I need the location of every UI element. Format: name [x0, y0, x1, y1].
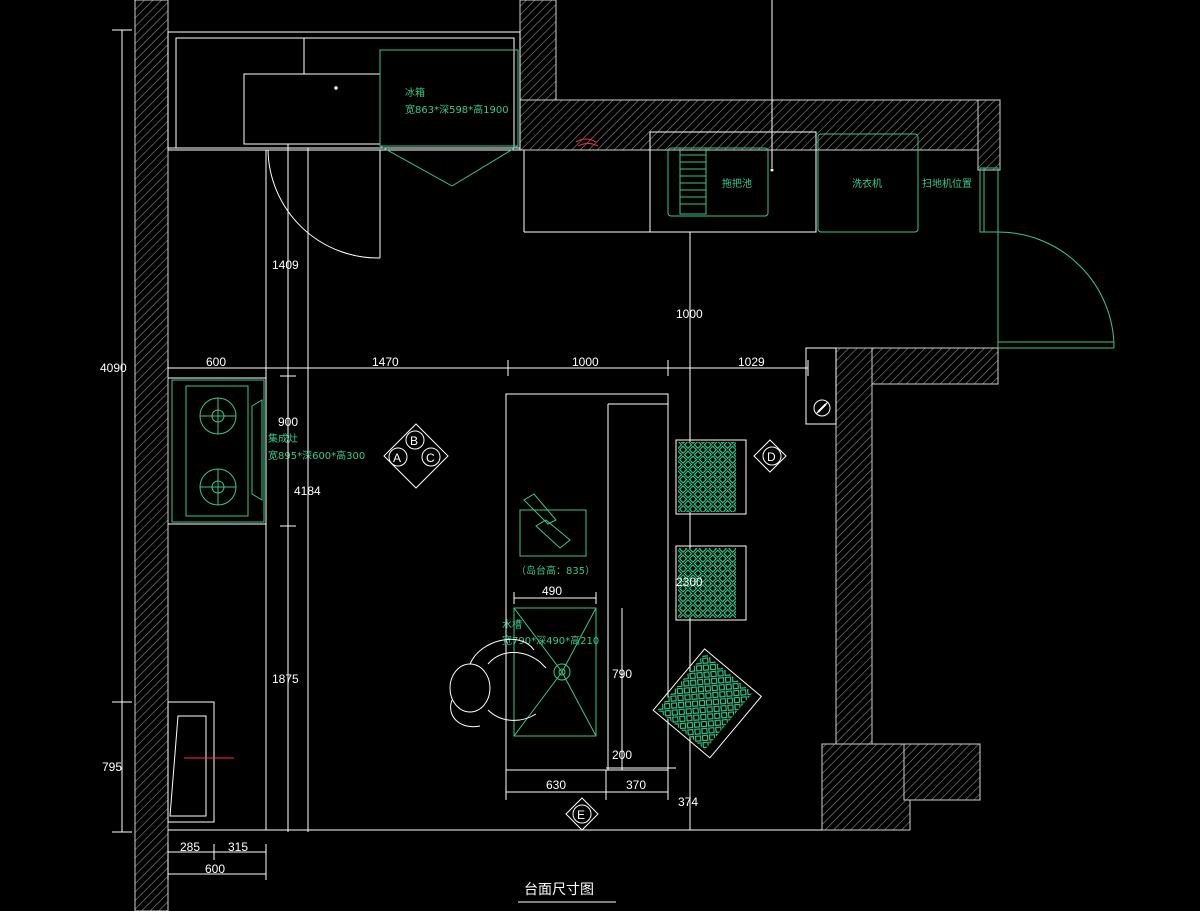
entrance-door	[267, 149, 381, 259]
washing-machine	[817, 133, 919, 233]
integrated-cooktop	[171, 379, 265, 523]
robot-vacuum-label: 扫地机位置	[922, 177, 972, 190]
marker-d: D	[767, 450, 776, 464]
sink-size-label: 宽790*深490*高210	[502, 634, 599, 647]
sink-dimension	[513, 592, 597, 604]
socket-mark	[575, 138, 597, 143]
marker-b: B	[410, 434, 418, 448]
dim-1000-vertical: 1000	[676, 307, 703, 321]
fridge-size-label: 宽863*深598*高1900	[405, 103, 509, 116]
mop-basin-label: 拖把池	[722, 177, 752, 190]
dim-630: 630	[546, 778, 566, 792]
dim-1000-horizontal: 1000	[572, 355, 599, 369]
island-height-label: （岛台高：835）	[516, 564, 595, 577]
dim-200: 200	[612, 748, 632, 762]
drain-pipe	[805, 347, 837, 425]
right-bottom-block	[821, 743, 911, 831]
dim-2300: 2300	[676, 575, 703, 589]
dim-4090: 4090	[100, 361, 127, 375]
dim-285: 285	[180, 840, 200, 854]
right-bottom-wall	[903, 743, 981, 801]
marker-a: A	[393, 451, 401, 465]
dim-795: 795	[102, 760, 122, 774]
sink-name-label: 水槽	[502, 618, 522, 631]
sink	[513, 607, 597, 737]
dim-600-bottom: 600	[205, 862, 225, 876]
dim-790: 790	[612, 667, 632, 681]
washer-label: 洗衣机	[852, 177, 882, 190]
cooktop-size-label: 宽895*深600*高300	[268, 449, 365, 462]
bottom-left-cabinet	[167, 701, 215, 823]
balcony-door	[979, 167, 1115, 349]
bar-stool-2	[675, 545, 747, 621]
dim-1029: 1029	[738, 355, 765, 369]
walls	[134, 0, 1001, 911]
dim-490: 490	[542, 584, 562, 598]
view-marker-abc	[383, 423, 449, 489]
dim-315: 315	[228, 840, 248, 854]
right-top-wall	[977, 99, 1001, 171]
dim-900: 900	[278, 415, 298, 429]
dim-374: 374	[678, 795, 698, 809]
view-marker-d	[753, 439, 787, 473]
chopping-board	[519, 493, 587, 557]
cooktop-name-label: 集成灶	[268, 432, 298, 445]
dim-600-top: 600	[206, 355, 226, 369]
drawing-title: 台面尺寸图	[524, 882, 594, 898]
bar-stool-3	[652, 648, 762, 759]
dim-370: 370	[626, 778, 646, 792]
mop-basin	[667, 147, 769, 217]
dim-1409: 1409	[272, 258, 299, 272]
laundry-counter	[523, 131, 817, 233]
left-wall	[134, 0, 169, 911]
bar-stool-1	[675, 439, 747, 515]
dim-1875: 1875	[272, 672, 299, 686]
marker-c: C	[426, 451, 435, 465]
fridge	[379, 49, 519, 187]
top-right-wall	[519, 99, 999, 151]
dim-1470: 1470	[372, 355, 399, 369]
marker-e: E	[577, 808, 585, 822]
dim-4184: 4184	[294, 484, 321, 498]
fridge-name-label: 冰箱	[405, 86, 425, 99]
view-marker-e	[565, 797, 599, 831]
person-figure	[449, 638, 547, 728]
left-counter	[168, 149, 822, 831]
island-counter	[505, 393, 676, 800]
right-vertical-wall	[835, 347, 873, 749]
